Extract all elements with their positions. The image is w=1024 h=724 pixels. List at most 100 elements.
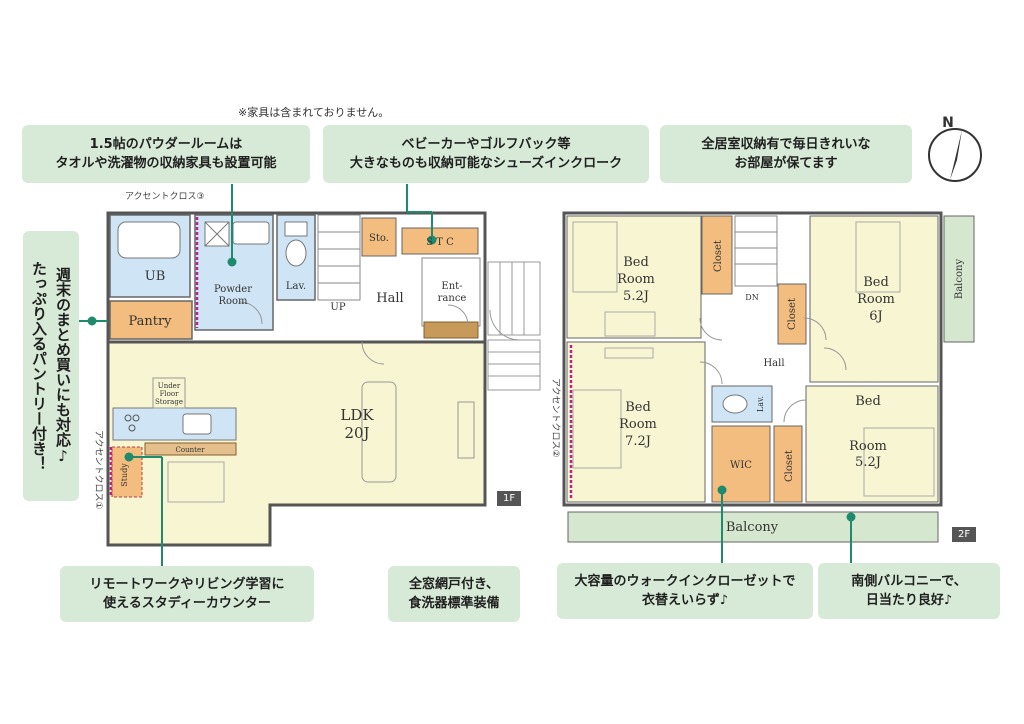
callout-shoes-closet: ベビーカーやゴルフバック等 大きなものも収納可能なシューズインクローク — [323, 125, 649, 183]
callout-pantry-line-2: たっぷり入るパントリー付き！ — [30, 261, 48, 471]
callout-study-line-1: リモートワークやリビング学習に — [89, 577, 285, 592]
kitchen-counter — [112, 407, 237, 441]
dn-label: DN — [745, 293, 758, 302]
shoes-closet — [401, 227, 479, 255]
kitchen-sink — [182, 413, 212, 435]
callout-storage: 全居室収納有で毎日きれいな お部屋が保てます — [660, 125, 912, 183]
compass-n-label: N — [942, 115, 954, 131]
bed1-label-1: Bed — [623, 255, 649, 270]
bed-4 — [863, 427, 935, 497]
doors-1f — [239, 301, 521, 365]
pantry-label: Pantry — [128, 314, 172, 329]
ldk-label-2: 20J — [344, 424, 369, 442]
ldk-room — [106, 340, 487, 547]
accent2-label: アクセントクロス② — [550, 378, 561, 458]
lav-2f-label: Lav. — [756, 396, 765, 412]
callout-wic-line-2: 衣替えいらず♪ — [641, 593, 729, 608]
entrance-step — [423, 321, 479, 339]
counter-bar — [144, 442, 237, 456]
bed3-label-2: Room — [619, 417, 657, 432]
closet2-label: Closet — [787, 298, 798, 330]
underfloor-label-1: Under — [158, 382, 181, 390]
floor2-badge: 2F — [952, 527, 977, 542]
bed3-label-3: 7.2J — [625, 434, 651, 449]
closet-2 — [777, 283, 807, 345]
sto-label: Sto. — [369, 233, 389, 244]
vanity-sink — [232, 221, 270, 245]
entrance-label-2: rance — [438, 293, 467, 304]
floor-1-plan — [106, 211, 541, 547]
callout-powder-line-2: タオルや洗濯物の収納家具も設置可能 — [55, 156, 277, 171]
balcony-east — [943, 215, 975, 343]
closet-1 — [701, 215, 733, 295]
floor-2-plan — [562, 211, 975, 543]
powder-label-1: Powder — [214, 284, 252, 295]
callout-storage-line-2: お部屋が保てます — [734, 156, 838, 171]
stairs-2f — [734, 215, 778, 287]
powder-label-2: Room — [218, 296, 248, 307]
sofa — [361, 381, 397, 483]
accent1-label: アクセントクロス① — [93, 430, 104, 510]
furniture-note: ※家具は含まれておりません。 — [238, 106, 390, 119]
balcony-south — [567, 511, 939, 543]
callout-study-line-2: 使えるスタディーカウンター — [103, 596, 271, 611]
pantry-room — [109, 300, 193, 340]
balcony-east-label: Balcony — [954, 259, 965, 300]
wic-label: WIC — [730, 460, 752, 471]
callout-storage-line-1: 全居室収納有で毎日きれいな — [701, 137, 871, 152]
dining-table — [167, 461, 225, 503]
hall-1f-label: Hall — [376, 291, 403, 306]
bed1-label-3: 5.2J — [623, 289, 649, 304]
callout-powder-line-1: 1.5帖のパウダールームは — [89, 137, 243, 152]
entrance-label-1: Ent- — [441, 281, 462, 292]
up-label: UP — [330, 302, 345, 313]
stairs-1f — [317, 214, 361, 301]
leader-lines — [79, 184, 856, 568]
bedroom-2 — [809, 215, 939, 383]
hall-2f-label: Hall — [763, 358, 784, 369]
ldk-label-1: LDK — [340, 406, 374, 424]
callout-shoes-line-1: ベビーカーやゴルフバック等 — [401, 137, 571, 152]
study-label: Study — [120, 463, 129, 487]
callout-screens-line-2: 食洗器標準装備 — [408, 596, 500, 611]
closet-3 — [773, 425, 803, 503]
stc-label: S T C — [426, 237, 454, 248]
doors-2f — [699, 317, 847, 423]
toilet-1f — [285, 239, 307, 267]
callout-screens-line-1: 全窓網戸付き、 — [408, 577, 500, 592]
tv-stand — [457, 401, 475, 459]
bed4-label-2: Room — [849, 439, 887, 454]
callout-screens: 全窓網戸付き、 食洗器標準装備 — [388, 566, 520, 622]
callout-pantry: 週末のまとめ買いにも対応♪ たっぷり入るパントリー付き！ — [23, 231, 79, 501]
bed-3 — [572, 389, 622, 469]
callout-wic: 大容量のウォークインクローゼットで 衣替えいらず♪ — [557, 563, 813, 619]
underfloor-storage — [152, 377, 186, 409]
callout-powder-room: 1.5帖のパウダールームは タオルや洗濯物の収納家具も設置可能 — [22, 125, 310, 183]
underfloor-label-3: Storage — [155, 398, 183, 406]
bedroom-3 — [566, 341, 706, 503]
closet1-label: Closet — [713, 240, 724, 272]
callout-study-counter: リモートワークやリビング学習に 使えるスタディーカウンター — [60, 566, 314, 622]
toilet-2f — [722, 394, 748, 414]
bedroom-1 — [566, 215, 702, 339]
bed2-label-1: Bed — [863, 275, 889, 290]
callout-balcony-line-2: 日当たり良好♪ — [865, 593, 953, 608]
porch-steps — [487, 261, 541, 391]
bed-2 — [855, 221, 901, 293]
callout-balcony-line-1: 南側バルコニーで、 — [851, 574, 967, 589]
bathtub — [117, 221, 181, 259]
accent3-label: アクセントクロス③ — [125, 191, 205, 202]
balcony-south-label: Balcony — [726, 520, 779, 535]
bed2-label-2: Room — [857, 292, 895, 307]
callout-pantry-line-1: 週末のまとめ買いにも対応♪ — [54, 267, 72, 465]
lav-1f-label: Lav. — [286, 281, 306, 292]
entrance-room — [421, 257, 481, 327]
storage-room — [361, 217, 397, 257]
callout-wic-line-1: 大容量のウォークインクローゼットで — [574, 574, 796, 589]
bed-1 — [572, 221, 618, 293]
bedroom-4 — [805, 385, 939, 503]
bed4-label-1: Bed — [855, 394, 881, 409]
bed4-label-3: 5.2J — [855, 455, 881, 470]
counter-label: Counter — [176, 446, 206, 454]
floor1-badge: 1F — [497, 491, 522, 506]
